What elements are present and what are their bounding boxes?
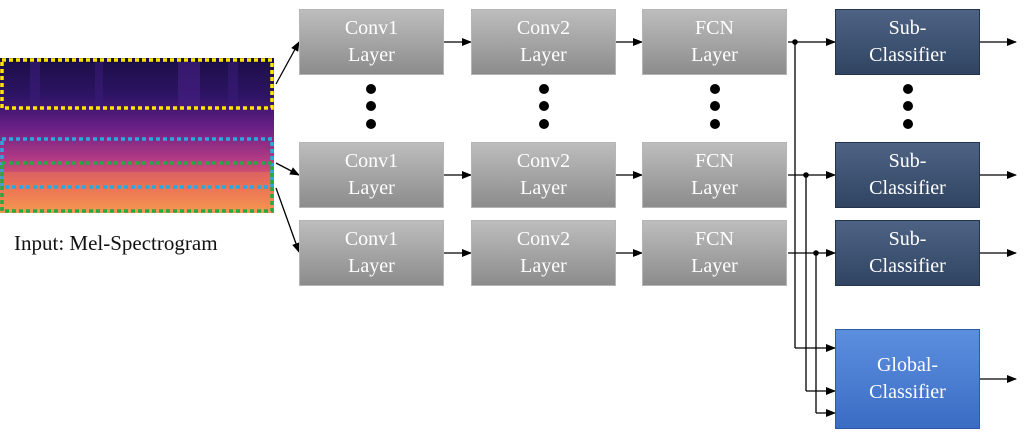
fcn-layer-row3: FCN Layer — [642, 220, 787, 286]
global-classifier-label: Global- Classifier — [869, 354, 946, 403]
global-classifier: Global- Classifier — [835, 329, 980, 429]
conv1-label: Conv1 Layer — [344, 228, 399, 277]
conv2-label: Conv2 Layer — [516, 150, 571, 199]
sub-classifier-row2: Sub- Classifier — [835, 142, 980, 208]
conv1-label: Conv1 Layer — [344, 17, 399, 66]
sub-classifier-row1: Sub- Classifier — [835, 9, 980, 75]
conv1-layer-row3: Conv1 Layer — [299, 220, 444, 286]
fcn-layer-row1: FCN Layer — [642, 9, 787, 75]
fcn-label: FCN Layer — [691, 228, 738, 277]
conv2-layer-row1: Conv2 Layer — [471, 9, 616, 75]
conv1-layer-row2: Conv1 Layer — [299, 142, 444, 208]
fcn-layer-row2: FCN Layer — [642, 142, 787, 208]
arrow-input-row2 — [275, 162, 300, 176]
conv1-label: Conv1 Layer — [344, 150, 399, 199]
ellipsis-dots — [366, 84, 913, 129]
fcn-label: FCN Layer — [691, 17, 738, 66]
conv2-layer-row2: Conv2 Layer — [471, 142, 616, 208]
mel-spectrogram-image — [0, 58, 274, 213]
sub-classifier-row3: Sub- Classifier — [835, 220, 980, 286]
conv1-layer-row1: Conv1 Layer — [299, 9, 444, 75]
band-highlight-bottom — [0, 161, 274, 213]
conv2-label: Conv2 Layer — [516, 228, 571, 277]
sub-classifier-label: Sub- Classifier — [869, 150, 946, 199]
sub-classifier-label: Sub- Classifier — [869, 228, 946, 277]
band-highlight-top — [0, 58, 274, 110]
sub-classifier-label: Sub- Classifier — [869, 17, 946, 66]
fcn-label: FCN Layer — [691, 150, 738, 199]
arrow-input-row1 — [275, 41, 300, 85]
conv2-label: Conv2 Layer — [516, 17, 571, 66]
arrow-input-row3 — [275, 187, 300, 253]
input-label: Input: Mel-Spectrogram — [14, 231, 218, 255]
conv2-layer-row3: Conv2 Layer — [471, 220, 616, 286]
